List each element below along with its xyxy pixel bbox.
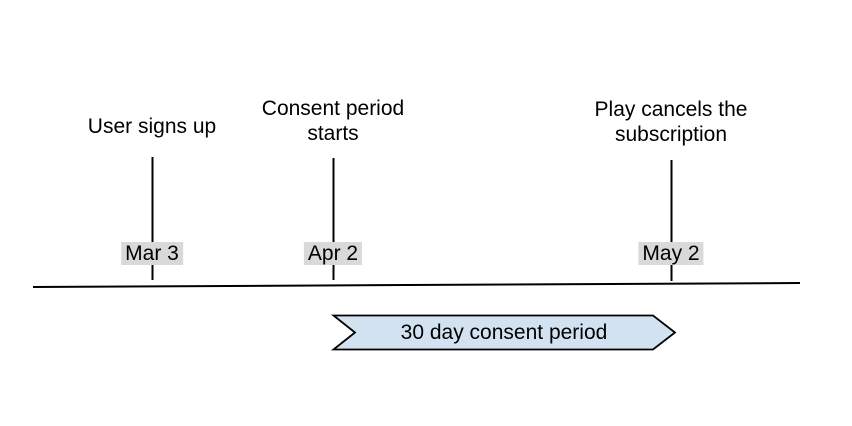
event-title-user-signs-up: User signs up xyxy=(87,115,217,138)
date-label-apr-2: Apr 2 xyxy=(303,242,363,265)
event-title-consent-period-starts: Consent period starts xyxy=(261,97,405,145)
date-label-mar-3: Mar 3 xyxy=(121,242,183,265)
date-label-may-2: May 2 xyxy=(638,242,704,265)
consent-period-banner-label: 30 day consent period xyxy=(400,321,608,344)
timeline-axis xyxy=(32,282,801,288)
event-title-play-cancels-subscription: Play cancels the subscription xyxy=(594,98,748,146)
consent-period-banner-shape xyxy=(330,314,677,351)
